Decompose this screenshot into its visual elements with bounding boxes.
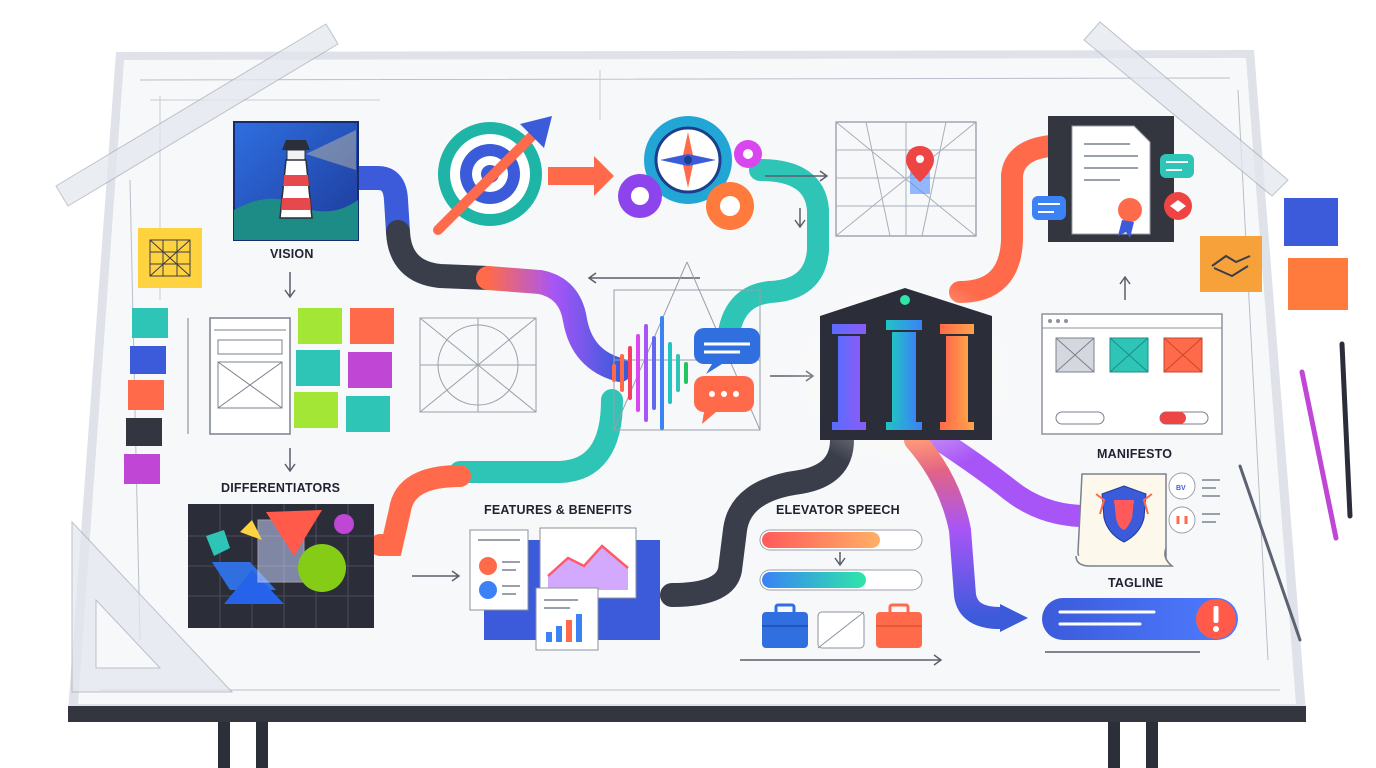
features-benefits-label: FEATURES & BENEFITS <box>484 503 633 517</box>
soundwave-icon <box>612 316 688 430</box>
manifesto-label: MANIFESTO <box>1097 447 1173 461</box>
handshake-icon <box>1200 236 1262 292</box>
path-teal-low <box>449 389 623 483</box>
path-dark-lower <box>660 428 854 607</box>
vision-card <box>233 121 359 241</box>
path-vision-dark <box>386 220 500 290</box>
differentiators-label: DIFFERENTIATORS <box>221 481 341 495</box>
wireframe-panel <box>187 317 291 435</box>
browser-wireframe <box>1041 313 1223 435</box>
lighthouse-icon <box>279 130 356 219</box>
path-teal-top <box>717 159 829 351</box>
chart-icon <box>535 587 599 651</box>
brand-pillars-icon <box>785 275 1025 475</box>
path-to-document <box>949 135 1061 303</box>
sticky-notes-left <box>124 228 202 484</box>
elevator-speech-label: ELEVATOR SPEECH <box>776 503 900 517</box>
easel-legs <box>218 720 1158 768</box>
tagline-label: TAGLINE <box>1108 576 1164 590</box>
shield-crest-icon: BV <box>1075 472 1220 567</box>
briefcase-icon <box>762 603 922 649</box>
svg-text:BV: BV <box>1176 485 1186 492</box>
document-certificate-icon <box>1032 116 1194 242</box>
ruler-tools <box>55 21 1289 693</box>
alert-icon <box>1196 599 1236 639</box>
vision-label: VISION <box>270 247 314 261</box>
features-benefits-stack <box>469 527 660 651</box>
sticky-grid <box>294 308 394 432</box>
differentiators-card <box>188 504 374 628</box>
path-diff-coral <box>369 465 471 556</box>
compass-gears-icon <box>618 116 762 230</box>
color-swatches <box>1284 198 1348 310</box>
elevator-speech-panel <box>759 529 923 649</box>
path-vision-blue <box>343 166 410 244</box>
pencils <box>1238 341 1353 642</box>
path-to-center <box>476 266 632 382</box>
chat-bubbles-icon <box>694 328 760 424</box>
target-arrow-icon <box>433 116 552 235</box>
arrow-right-icon <box>548 156 614 196</box>
tagline-bar <box>1042 598 1238 640</box>
map-pin-grid-icon <box>835 121 977 237</box>
